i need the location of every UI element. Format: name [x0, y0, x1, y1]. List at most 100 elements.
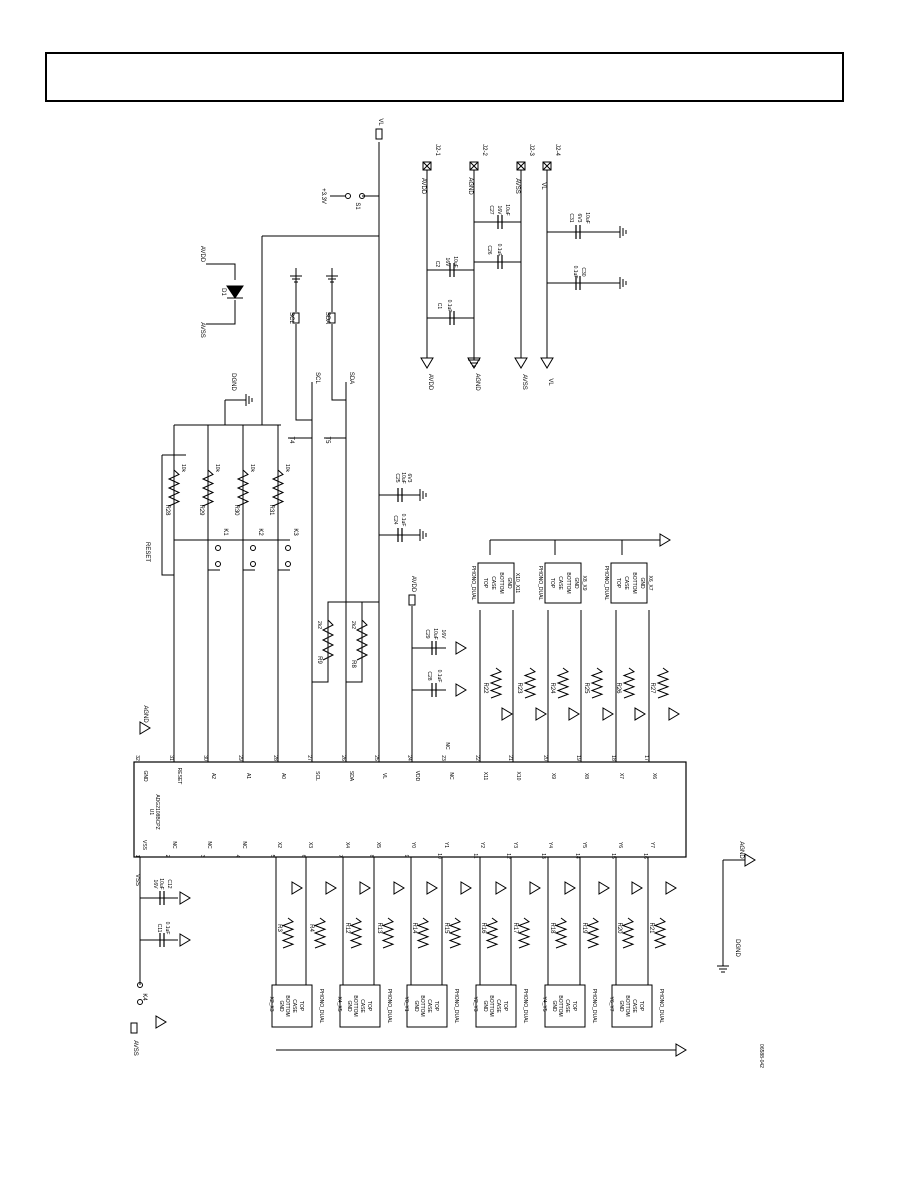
link-ref-J2-3: J2-3 — [528, 144, 534, 156]
c30-val: 0.1uF — [572, 266, 578, 279]
relay-K2 — [250, 545, 256, 551]
ic-pin-num-22: 22 — [474, 755, 480, 761]
ic-pin-num-25: 25 — [373, 755, 379, 761]
ic-pin-name-16: Y7 — [649, 842, 655, 848]
sda-flag-label: SDA — [324, 312, 330, 324]
phono-bot-gnd-X4_X5: GND — [346, 1000, 352, 1012]
ic-pin-name-2: NC — [171, 841, 177, 849]
ic-pin-name-1: VSS — [141, 840, 147, 851]
ic-pin-num-18: 18 — [610, 755, 616, 761]
ic-pin-name-15: Y6 — [617, 842, 623, 848]
ic-pin-num-6: 6 — [300, 855, 306, 858]
phono-bot-bottom-X2_X3: BOTTOM — [284, 995, 290, 1016]
res-ref-R27: R27 — [649, 682, 655, 694]
res-ref-R26: R26 — [615, 682, 621, 694]
agnd-c29 — [455, 641, 467, 655]
res-R13 — [381, 917, 395, 949]
dgnd-label: DGND — [230, 373, 236, 391]
ic-pin-num-5: 5 — [269, 855, 275, 858]
c25-ref: C25 — [394, 473, 400, 482]
ic-pin-num-8: 8 — [368, 855, 374, 858]
phono-top-bottom-X10_X11: BOTTOM — [498, 572, 504, 593]
c25-val: 10uF — [400, 472, 406, 483]
agnd-right-label: AGND — [738, 841, 744, 859]
res-ref-R24: R24 — [549, 682, 555, 694]
gnd-dgnd — [238, 394, 253, 406]
ic-ref: U1 — [148, 809, 154, 816]
phono-bot-gnd-Y2_Y3: GND — [482, 1000, 488, 1012]
phono-bot-bottom-Y6_Y7: BOTTOM — [624, 995, 630, 1016]
phono-bot-case-X2_X3: CASE — [291, 999, 297, 1013]
phono-bot-case-Y6_Y7: CASE — [631, 999, 637, 1013]
res-val-R28: 10k — [180, 464, 186, 473]
agnd-top-bus — [659, 533, 671, 547]
nc-label: NC — [444, 742, 450, 750]
ic-pin-name-11: Y2 — [479, 842, 485, 848]
res-ref-R16: R16 — [480, 922, 486, 934]
link-bottom-net-J2-2: AGND — [474, 373, 480, 391]
res-R30 — [236, 469, 250, 507]
res-val-R8: 2k2 — [350, 621, 356, 629]
phono-top-top-X8_X9: TOP — [549, 578, 555, 589]
ic-pin-num-32: 32 — [134, 755, 140, 761]
s1-label: S1 — [354, 202, 360, 210]
ic-pin-name-4: NC — [241, 841, 247, 849]
link-ref-J2-4: J2-4 — [554, 144, 560, 156]
res-R24 — [556, 667, 570, 699]
avdd-vdd-label: AVDD — [410, 576, 416, 593]
ic-body — [133, 761, 687, 858]
cap-c2 — [449, 263, 455, 277]
res-R18 — [554, 917, 568, 949]
ic-pin-num-14: 14 — [574, 853, 580, 859]
gnd-c30 — [612, 277, 627, 289]
phono-bot-ref-Y0_Y1: Y0_Y1 — [403, 996, 409, 1011]
phono-top-case-X6_X7: CASE — [623, 576, 629, 590]
ic-pin-name-27: SCL — [314, 771, 320, 781]
phono-top-box-X6_X7 — [610, 562, 648, 604]
ic-pin-name-26: SDA — [348, 771, 354, 782]
ic-pin-num-16: 16 — [642, 853, 648, 859]
agnd-R27 — [668, 707, 680, 721]
agnd-R22 — [501, 707, 513, 721]
cap-c12 — [159, 891, 165, 905]
avss-k4-flag — [130, 1022, 138, 1034]
phono-bot-box-X4_X5 — [339, 984, 381, 1028]
relay-b-K3 — [285, 561, 291, 567]
ic-pin-name-28: A0 — [280, 773, 286, 779]
link-bottom-arrow-J2-3 — [514, 357, 528, 369]
agnd-R14 — [426, 881, 438, 895]
ic-pin-num-31: 31 — [168, 755, 174, 761]
switch-s1-b — [359, 193, 365, 199]
relay-label-K2: K2 — [257, 528, 263, 536]
phono-bot-ref-X4_X5: X4_X5 — [336, 996, 342, 1011]
phono-bot-box-Y6_Y7 — [611, 984, 653, 1028]
gnd-sda — [326, 268, 338, 283]
ic-pin-num-7: 7 — [337, 855, 343, 858]
res-R22 — [489, 667, 503, 699]
c27-v: 16V — [496, 206, 502, 216]
res-ref-R4: R4 — [308, 924, 314, 932]
ic-pin-name-21: X10 — [515, 772, 521, 781]
res-R15 — [448, 917, 462, 949]
cap-c28 — [431, 683, 437, 697]
cap-c26 — [497, 255, 503, 269]
ic-pin-name-5: X2 — [276, 842, 282, 848]
v33-label: +3.3V — [320, 188, 326, 204]
res-ref-R13: R13 — [376, 922, 382, 934]
relay-k4-b — [137, 999, 143, 1005]
switch-s1 — [345, 193, 351, 199]
res-R8 — [355, 619, 369, 661]
ic-pin-num-29: 29 — [237, 755, 243, 761]
res-R21 — [653, 917, 667, 949]
c12-val: 10uF — [158, 878, 164, 889]
agnd-R19 — [598, 881, 610, 895]
cap-c1 — [449, 311, 455, 325]
link-ref-J2-2: J2-2 — [481, 144, 487, 156]
phono-bot-box-Y0_Y1 — [406, 984, 448, 1028]
phono-top-type-X6_X7: PHONO_DUAL — [603, 566, 609, 601]
phono-bot-top-X4_X5: TOP — [366, 1001, 372, 1012]
res-val-R30: 10k — [249, 464, 255, 473]
c11-ref: C11 — [156, 924, 162, 933]
link-ref-J2-1: J2-1 — [434, 144, 440, 156]
